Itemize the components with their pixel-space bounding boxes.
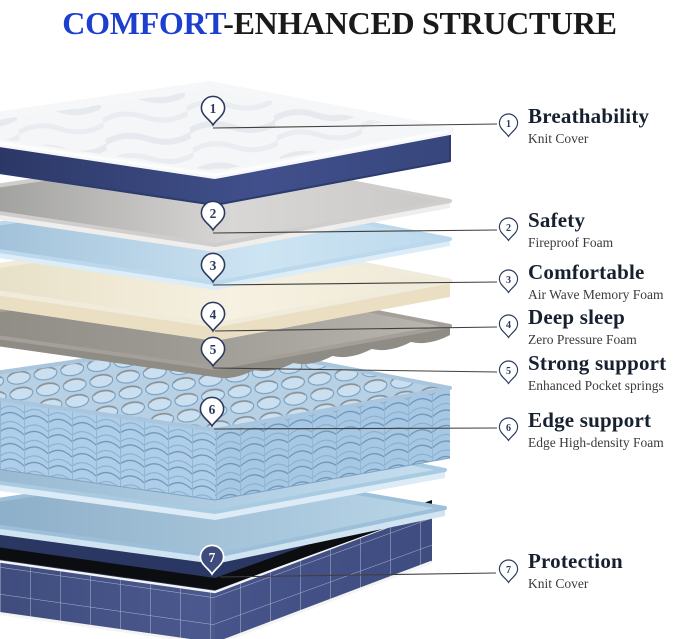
callout-subtitle: Enhanced Pocket springs [528, 378, 664, 393]
location-pin-icon: 4 [498, 314, 519, 339]
svg-text:2: 2 [210, 206, 217, 221]
svg-text:7: 7 [506, 565, 511, 576]
svg-text:2: 2 [506, 223, 511, 234]
location-pin-icon: 3 [498, 269, 519, 294]
callout-edge-support: 6 Edge support Edge High-density Foam [497, 408, 664, 451]
leader-line-7 [219, 572, 497, 578]
callout-title: Strong support [528, 351, 667, 375]
callout-subtitle: Knit Cover [528, 131, 589, 146]
svg-text:6: 6 [506, 423, 511, 434]
callout-deep-sleep: 4 Deep sleep Zero Pressure Foam [497, 305, 637, 348]
callout-protection: 7 Protection Knit Cover [497, 549, 623, 592]
base-shadow-gap [0, 500, 432, 590]
callout-subtitle: Zero Pressure Foam [528, 332, 637, 347]
svg-text:5: 5 [210, 342, 217, 357]
callout-subtitle: Knit Cover [528, 576, 589, 591]
location-pin-icon: 2 [498, 217, 519, 242]
callout-title: Deep sleep [528, 305, 626, 329]
diagram-pin-2: 2 [200, 200, 226, 231]
svg-text:4: 4 [210, 307, 217, 322]
page-title: COMFORT-ENHANCED STRUCTURE [0, 0, 679, 46]
leader-line-2 [212, 229, 498, 234]
callout-subtitle: Edge High-density Foam [528, 435, 664, 450]
callout-comfortable: 3 Comfortable Air Wave Memory Foam [497, 260, 664, 303]
svg-text:7: 7 [209, 550, 216, 565]
location-pin-icon: 7 [498, 559, 519, 584]
leader-line-6 [213, 427, 498, 430]
callout-title: Edge support [528, 408, 652, 432]
svg-text:5: 5 [506, 366, 511, 377]
callout-breathability: 1 Breathability Knit Cover [497, 104, 649, 147]
diagram-pin-7: 7 [199, 544, 225, 575]
layer-quilted-knit-cover [0, 81, 454, 206]
callout-title: Breathability [528, 104, 650, 128]
callout-title: Protection [528, 549, 623, 573]
callout-title: Comfortable [528, 260, 645, 284]
diagram-pin-5: 5 [200, 336, 226, 367]
layer-pocket-springs [0, 340, 452, 501]
page-title-highlight: COMFORT [62, 5, 224, 41]
callout-safety: 2 Safety Fireproof Foam [497, 208, 613, 251]
leader-line-5 [212, 367, 498, 373]
diagram-pin-4: 4 [200, 301, 226, 332]
page-title-rest: -ENHANCED STRUCTURE [223, 5, 617, 41]
diagram-pin-1: 1 [200, 95, 226, 126]
leader-line-4 [214, 326, 498, 332]
svg-text:3: 3 [506, 275, 511, 286]
leader-line-1 [212, 123, 498, 129]
svg-text:1: 1 [506, 119, 511, 130]
callout-subtitle: Air Wave Memory Foam [528, 287, 664, 302]
svg-text:1: 1 [210, 101, 217, 116]
leader-lines [212, 123, 498, 578]
svg-text:3: 3 [210, 258, 217, 273]
location-pin-icon: 5 [498, 360, 519, 385]
callout-strong-support: 5 Strong support Enhanced Pocket springs [497, 351, 666, 394]
svg-text:6: 6 [209, 402, 216, 417]
svg-text:4: 4 [506, 320, 511, 331]
diagram-pin-3: 3 [200, 252, 226, 283]
leader-line-3 [212, 281, 498, 286]
location-pin-icon: 1 [498, 113, 519, 138]
location-pin-icon: 6 [498, 417, 519, 442]
diagram-pin-6: 6 [199, 396, 225, 427]
callout-title: Safety [528, 208, 586, 232]
callout-subtitle: Fireproof Foam [528, 235, 614, 250]
